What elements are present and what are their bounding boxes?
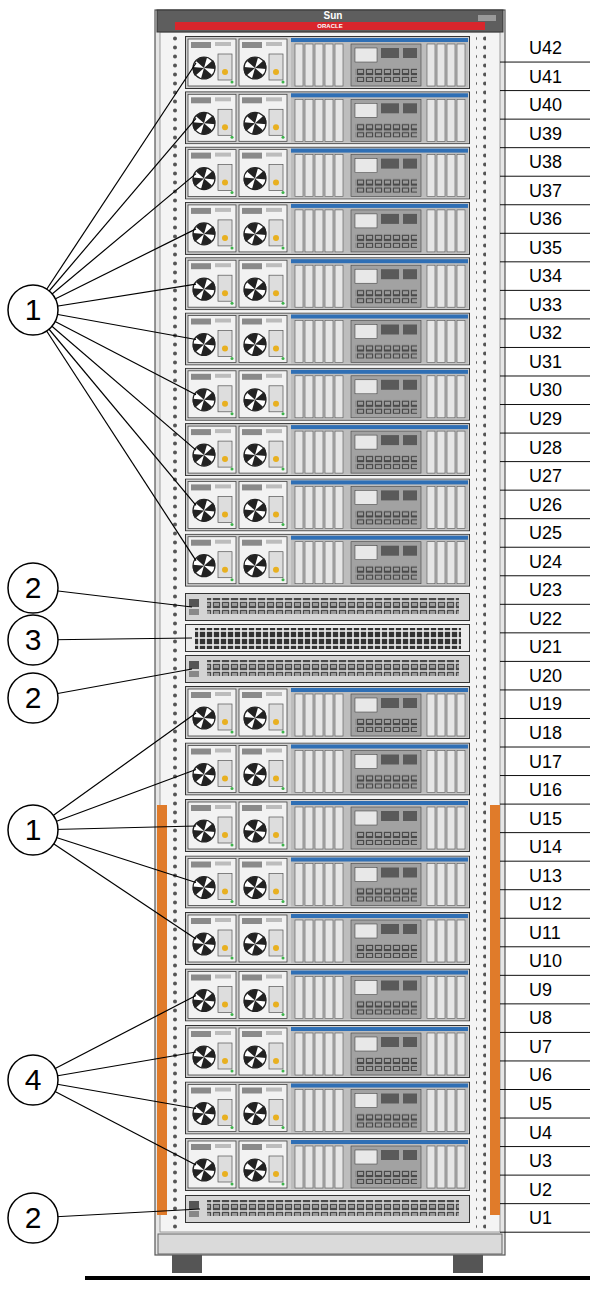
rack-unit-label: U3 [529,1152,552,1170]
rack-unit-label: U4 [529,1124,552,1142]
rack-unit-label: U2 [529,1181,552,1199]
callout-number: 3 [25,625,42,655]
management-switch [186,625,470,652]
server [186,424,470,476]
server [186,1026,470,1078]
rack-unit-label: U40 [529,96,562,114]
rack-unit-label: U41 [529,68,562,86]
server [186,534,470,586]
callout-number: 2 [25,1203,42,1233]
rack-unit-label: U22 [529,610,562,628]
server [186,92,470,144]
brand-logo: ORACLE [317,23,342,29]
rack-interior [160,32,500,1232]
rack-unit-label: U6 [529,1066,552,1084]
rack-unit-label: U27 [529,467,562,485]
callout-number: 1 [25,815,42,845]
rack-unit-label: U19 [529,695,562,713]
rack-unit-label: U8 [529,1009,552,1027]
network-switch [186,1196,470,1223]
unit-tick-lines [500,34,590,1233]
server [186,368,470,420]
rack-unit-label: U23 [529,581,562,599]
rack-unit-label: U18 [529,724,562,742]
rack-unit-label: U21 [529,638,562,656]
network-switch [186,594,470,621]
rack-unit-label: U10 [529,952,562,970]
server [186,687,470,739]
rack-unit-label: U39 [529,125,562,143]
rack-unit-label: U17 [529,753,562,771]
rack-foot [172,1255,202,1273]
rack-unit-label: U25 [529,524,562,542]
rack-frame [155,10,505,1255]
rack-unit-label: U28 [529,439,562,457]
server [186,1139,470,1191]
server [186,743,470,795]
top-bezel [157,10,503,32]
callout-number: 1 [25,295,42,325]
orange-strip [157,805,167,1215]
rack-unit-label: U1 [529,1209,552,1227]
floor-line [85,1276,590,1280]
rack-unit-label: U24 [529,553,562,571]
callout-number: 4 [25,1065,42,1095]
server [186,313,470,365]
server [186,913,470,965]
rack-unit-label: U35 [529,239,562,257]
rack-unit-label: U13 [529,867,562,885]
rack-unit-label: U12 [529,895,562,913]
rail-holes [476,34,486,1232]
rack-unit-label: U16 [529,781,562,799]
server [186,147,470,199]
rack-unit-label: U5 [529,1095,552,1113]
rack-unit-label: U38 [529,153,562,171]
rack-unit-label: U31 [529,353,562,371]
rack-unit-label: U7 [529,1038,552,1056]
rack-unit-label: U29 [529,410,562,428]
rack-unit-label: U14 [529,838,562,856]
rack-unit-label: U37 [529,182,562,200]
server [186,1082,470,1134]
rack-unit-label: U11 [529,924,561,942]
rack-foot [453,1255,483,1273]
rack-unit-label: U30 [529,381,562,399]
server [186,800,470,852]
rack-unit-label: U20 [529,667,562,685]
server [186,479,470,531]
bezel-button [478,15,496,21]
rack-base [158,1234,502,1254]
callout-number: 2 [25,683,42,713]
oracle-strip [175,22,485,30]
server [186,969,470,1021]
server [186,856,470,908]
rack-unit-label: U36 [529,210,562,228]
server [186,37,470,89]
callout-circles [8,285,58,1243]
rack-unit-label: U33 [529,296,562,314]
rack-unit-label: U15 [529,810,562,828]
network-switch [186,656,470,683]
callout-number: 2 [25,573,42,603]
rack-unit-label: U42 [529,39,562,57]
rail-holes [170,34,180,1232]
rack-unit-label: U26 [529,496,562,514]
rack-unit-label: U32 [529,324,562,342]
brand-logo: Sun [324,11,343,21]
orange-strip [490,805,500,1215]
rack-unit-label: U34 [529,267,562,285]
rack-unit-label: U9 [529,981,552,999]
server [186,202,470,254]
server [186,258,470,310]
